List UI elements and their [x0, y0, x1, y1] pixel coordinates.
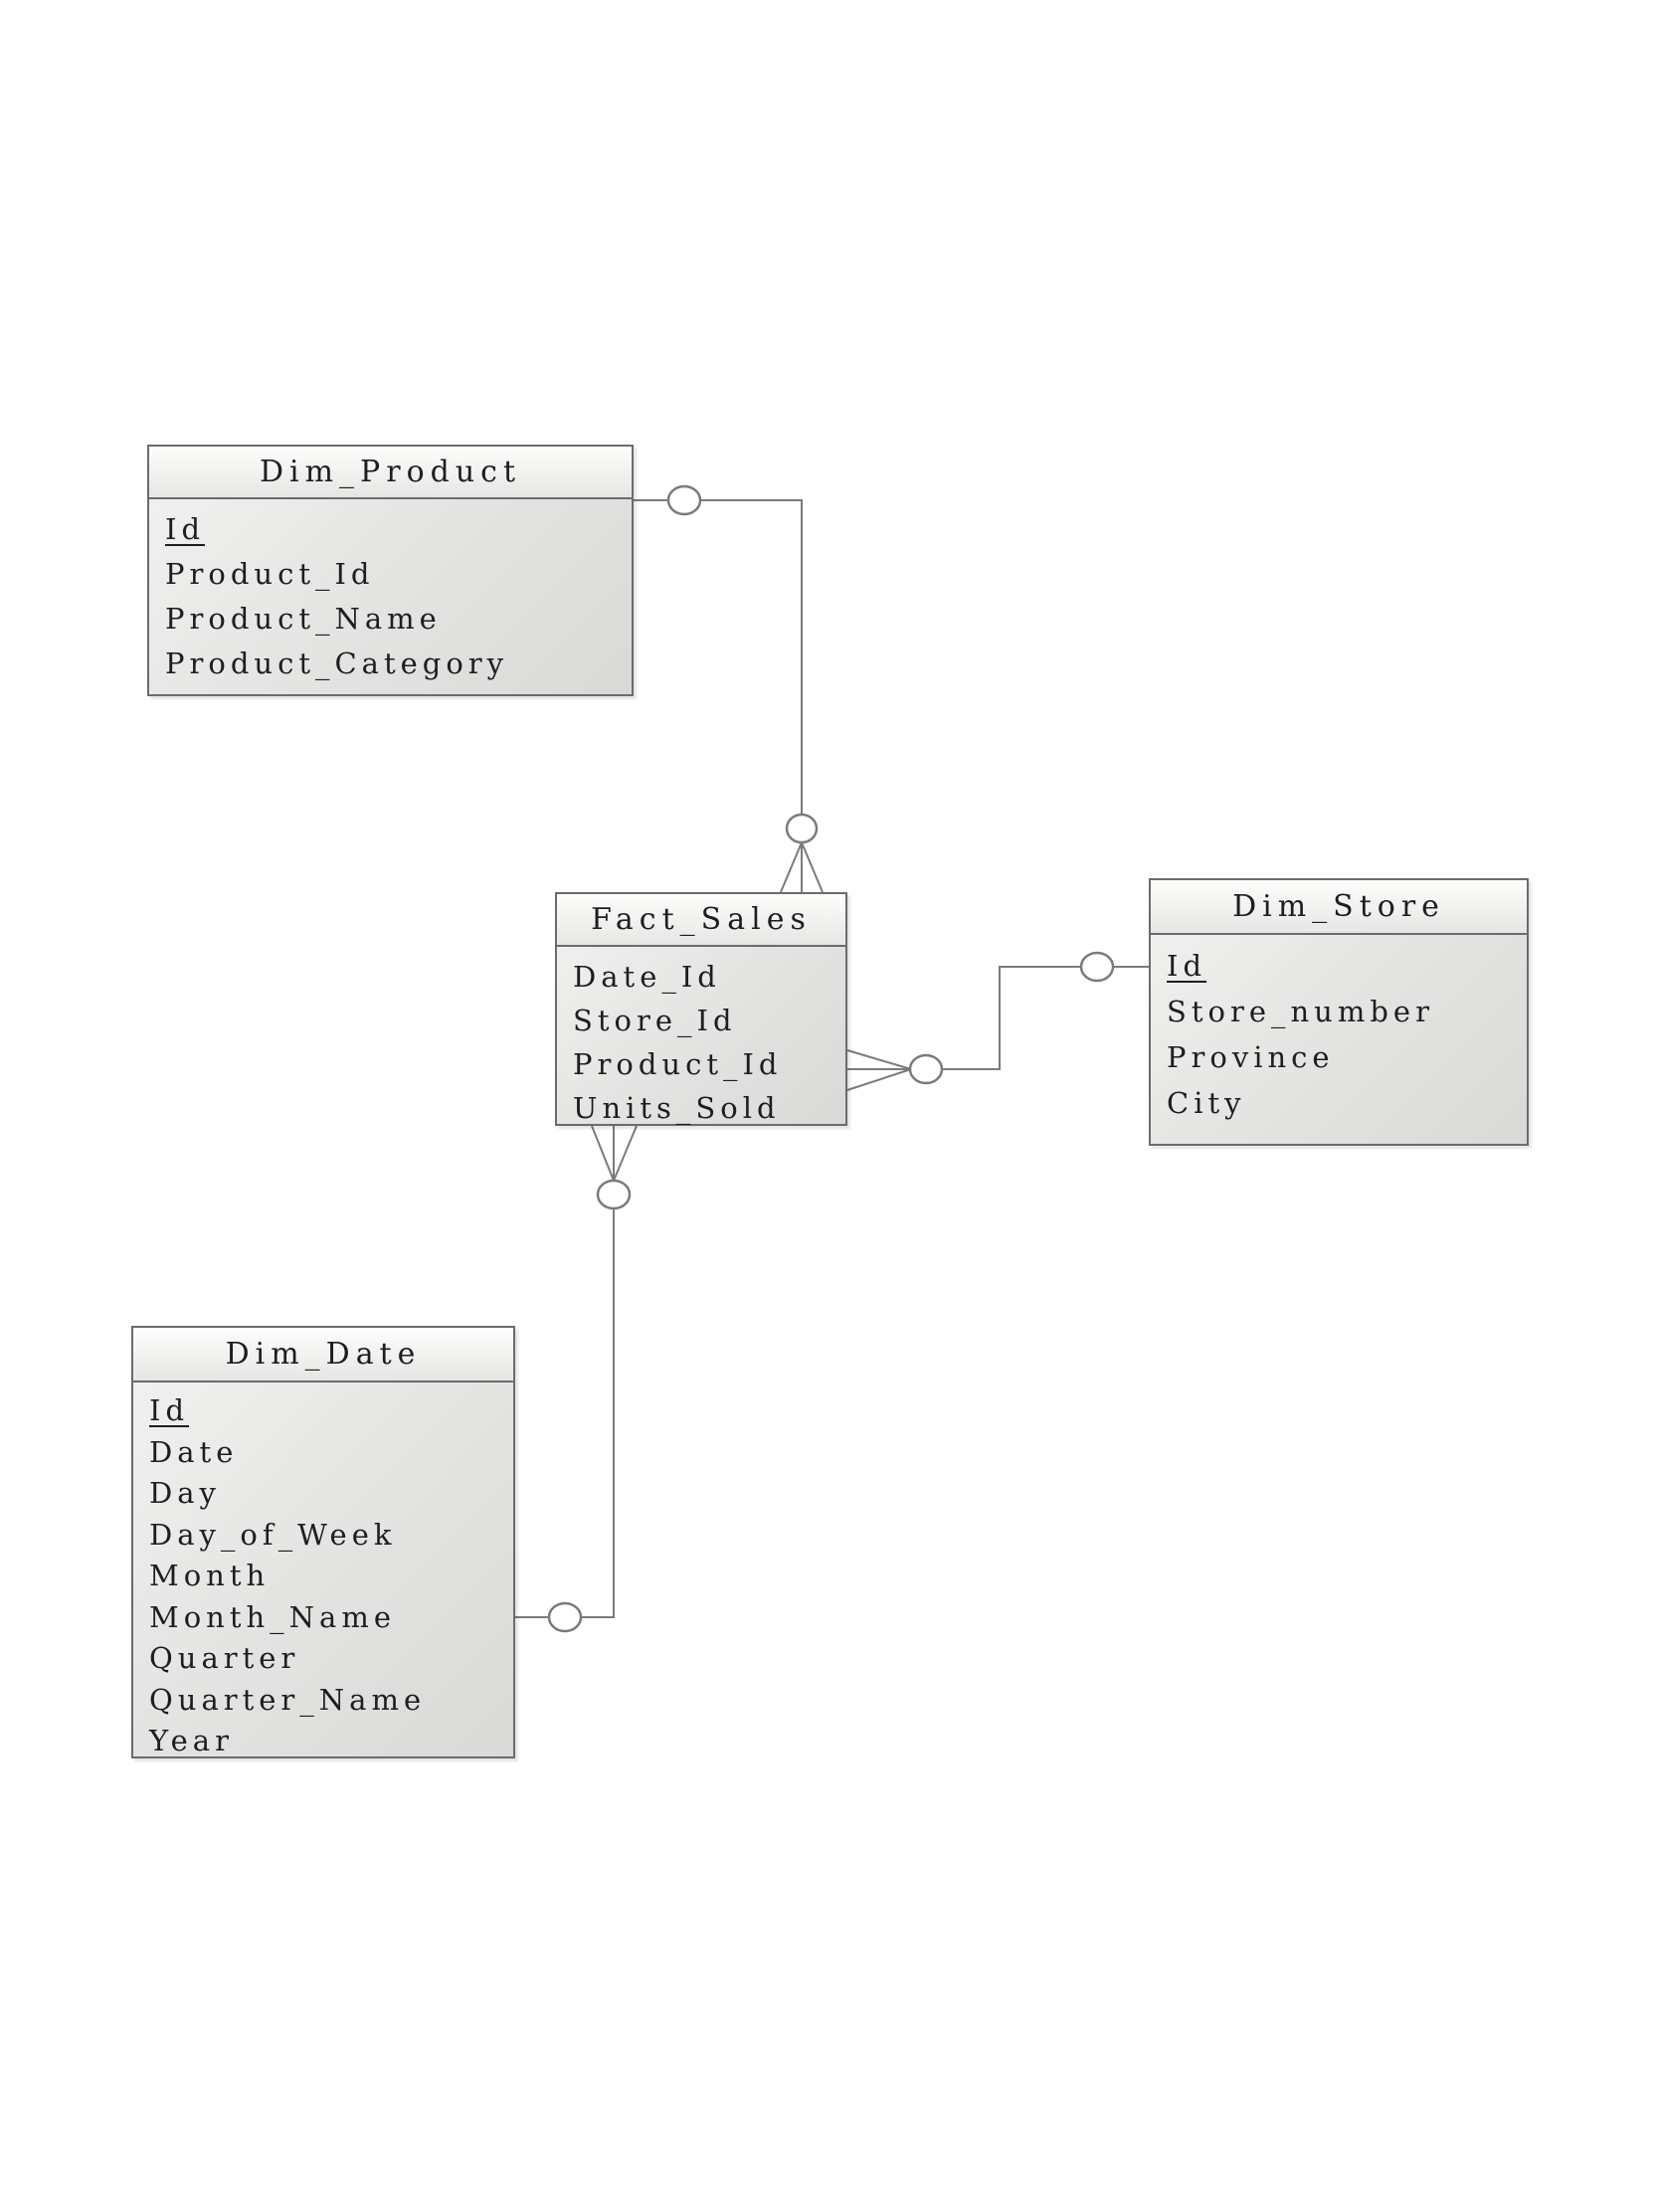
entity-title: Dim_Product [149, 447, 632, 499]
field-row: Quarter [149, 1641, 300, 1675]
zero-circle-terminator-icon [547, 1601, 583, 1633]
field-row: Store_number [1167, 995, 1434, 1028]
field-row: Day_of_Week [149, 1517, 397, 1552]
entity-title: Dim_Store [1151, 880, 1527, 935]
relationship-product-to-sales [634, 484, 824, 893]
field-row: Product_Name [165, 602, 442, 636]
crow-foot-icon [780, 841, 824, 893]
zero-circle-terminator-icon [596, 1179, 632, 1210]
crow-foot-icon [846, 1049, 912, 1091]
relationship-date-to-sales [515, 1125, 638, 1633]
field-row: Year [149, 1724, 234, 1757]
field-row: Day [149, 1476, 221, 1510]
field-row: Province [1167, 1040, 1335, 1074]
field-row: Id [165, 512, 206, 546]
entity-field-list: Id Product_Id Product_Name Product_Categ… [149, 499, 632, 686]
field-row: Product_Category [165, 646, 509, 680]
entity-title: Dim_Date [133, 1328, 513, 1382]
field-row: Product_Id [573, 1047, 783, 1081]
zero-circle-terminator-icon [666, 484, 702, 516]
relationship-store-to-sales [846, 951, 1149, 1091]
entity-field-list: Id Date Day Day_of_Week Month Month_Name… [133, 1382, 513, 1762]
entity-field-list: Id Store_number Province City [1151, 935, 1527, 1126]
field-row: Id [149, 1393, 190, 1427]
entity-dim-date: Dim_Date Id Date Day Day_of_Week Month M… [131, 1326, 515, 1758]
field-row: Date_Id [573, 960, 721, 994]
entity-dim-product: Dim_Product Id Product_Id Product_Name P… [147, 445, 634, 696]
field-row: Units_Sold [573, 1091, 781, 1125]
field-row: Month_Name [149, 1599, 396, 1634]
crow-foot-icon [591, 1125, 638, 1182]
field-row: Date [149, 1434, 239, 1469]
entity-fact-sales: Fact_Sales Date_Id Store_Id Product_Id U… [555, 892, 847, 1126]
field-row: Id [1167, 949, 1207, 983]
zero-circle-terminator-icon [785, 813, 819, 844]
field-row: Product_Id [165, 557, 375, 591]
zero-circle-terminator-icon [908, 1053, 944, 1085]
entity-dim-store: Dim_Store Id Store_number Province City [1149, 878, 1529, 1146]
entity-field-list: Date_Id Store_Id Product_Id Units_Sold [557, 947, 845, 1130]
field-row: Store_Id [573, 1004, 737, 1037]
field-row: City [1167, 1086, 1246, 1120]
field-row: Quarter_Name [149, 1682, 427, 1717]
field-row: Month [149, 1559, 271, 1592]
zero-circle-terminator-icon [1079, 951, 1115, 983]
entity-title: Fact_Sales [557, 894, 845, 947]
